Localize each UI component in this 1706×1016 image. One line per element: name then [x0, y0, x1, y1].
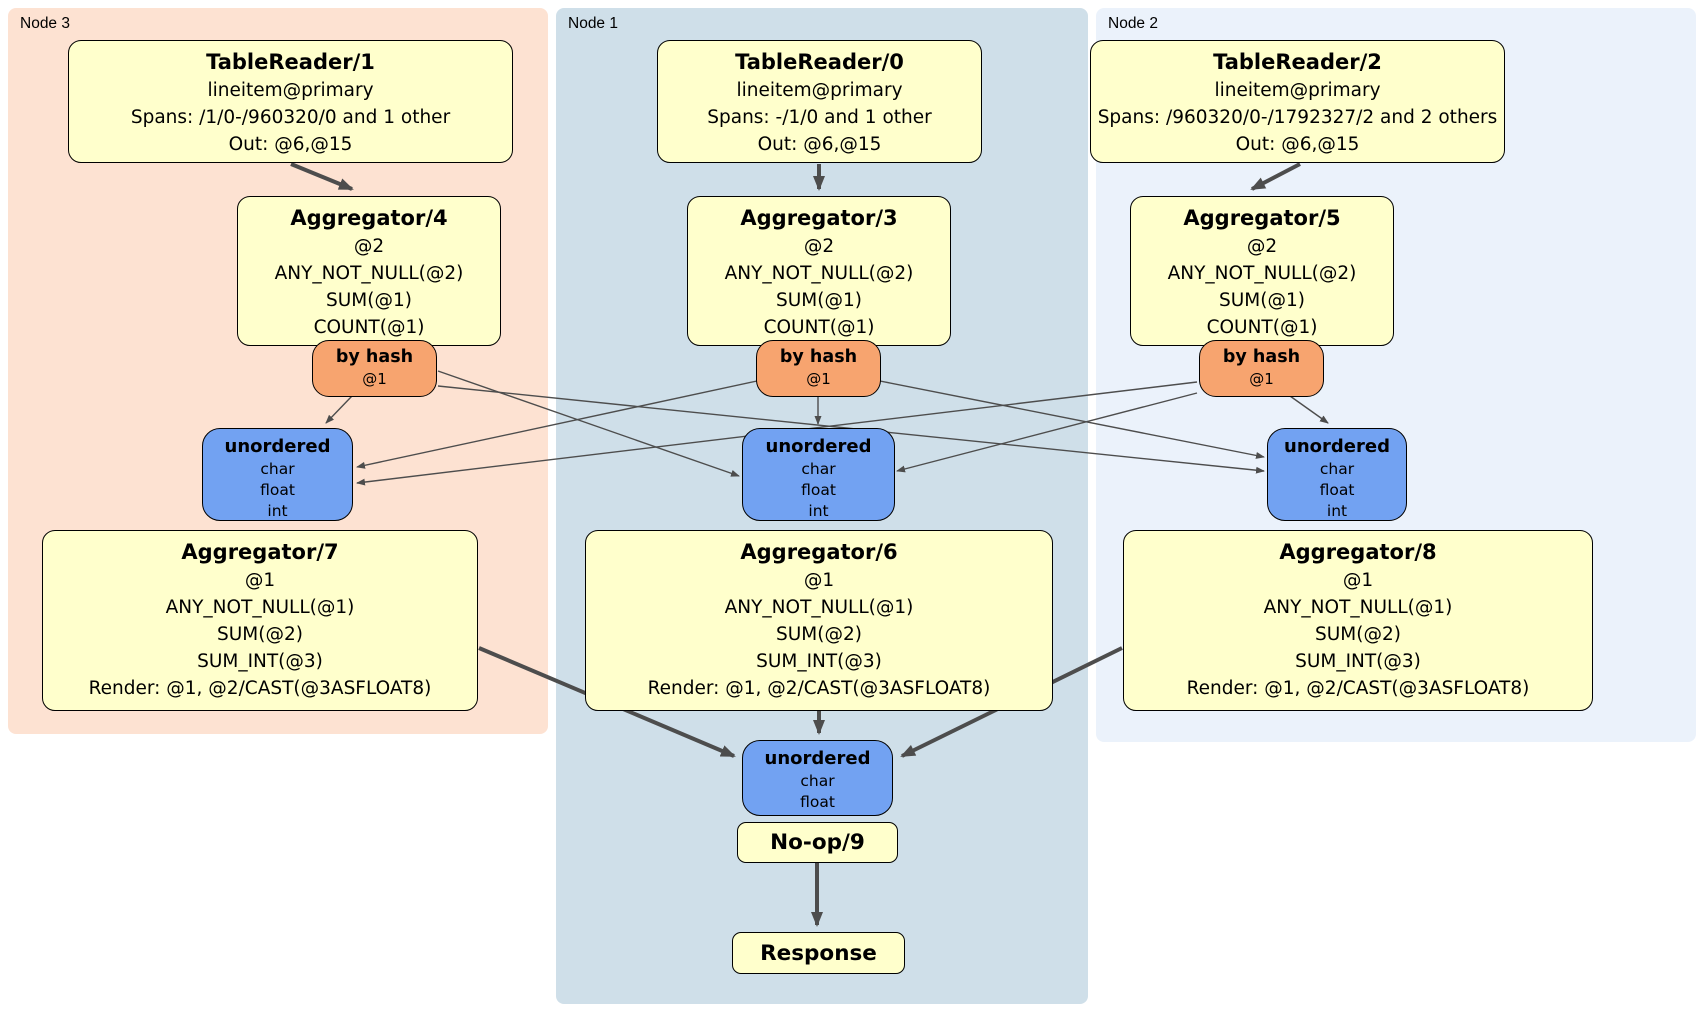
processor-detail: SUM(@2)	[776, 624, 862, 645]
processor-title: Aggregator/3	[740, 206, 898, 230]
processor-aggregator-7: Aggregator/7 @1 ANY_NOT_NULL(@1) SUM(@2)…	[42, 530, 478, 711]
processor-detail: ANY_NOT_NULL(@2)	[1167, 263, 1357, 284]
processor-detail: ANY_NOT_NULL(@2)	[274, 263, 464, 284]
processor-title: Aggregator/4	[290, 206, 448, 230]
processor-title: Response	[760, 940, 877, 966]
processor-detail: ANY_NOT_NULL(@1)	[1263, 597, 1453, 618]
processor-detail: SUM(@1)	[326, 290, 412, 311]
router-label: by hash	[1222, 347, 1301, 367]
processor-aggregator-4: Aggregator/4 @2 ANY_NOT_NULL(@2) SUM(@1)…	[237, 196, 501, 346]
sync-item: char	[1319, 460, 1355, 478]
sync-label: unordered	[765, 436, 872, 457]
cluster-node-1-label: Node 1	[568, 15, 618, 32]
processor-detail: lineitem@primary	[1214, 80, 1381, 101]
processor-detail: COUNT(@1)	[313, 317, 425, 338]
sync-item: int	[1326, 502, 1348, 520]
processor-detail: SUM(@1)	[776, 290, 862, 311]
processor-detail: @1	[244, 570, 276, 591]
sync-item: int	[267, 502, 288, 520]
router-detail: @1	[1249, 370, 1274, 388]
processor-title: Aggregator/8	[1279, 540, 1437, 564]
processor-noop-9: No-op/9	[737, 822, 898, 863]
processor-detail: SUM(@1)	[1219, 290, 1305, 311]
router-label: by hash	[335, 347, 414, 367]
processor-aggregator-5: Aggregator/5 @2 ANY_NOT_NULL(@2) SUM(@1)…	[1130, 196, 1394, 346]
processor-title: TableReader/1	[206, 50, 375, 74]
router-by-hash-node2: by hash @1	[1199, 340, 1324, 397]
cluster-node-3-label: Node 3	[20, 15, 70, 32]
router-detail: @1	[362, 370, 387, 388]
sync-item: float	[801, 481, 836, 499]
processor-detail: SUM_INT(@3)	[197, 651, 323, 672]
processor-detail: Out: @6,@15	[228, 134, 353, 155]
processor-detail: @2	[353, 236, 385, 257]
processor-detail: lineitem@primary	[736, 80, 903, 101]
processor-detail: Render: @1, @2/CAST(@3ASFLOAT8)	[1186, 678, 1530, 699]
processor-detail: lineitem@primary	[207, 80, 374, 101]
processor-detail: Out: @6,@15	[757, 134, 882, 155]
router-detail: @1	[806, 370, 831, 388]
processor-tablereader-1: TableReader/1 lineitem@primary Spans: /1…	[68, 40, 513, 163]
processor-aggregator-8: Aggregator/8 @1 ANY_NOT_NULL(@1) SUM(@2)…	[1123, 530, 1593, 711]
processor-detail: SUM_INT(@3)	[756, 651, 882, 672]
sync-unordered-node3: unordered char float int	[202, 428, 353, 521]
sync-unordered-node1: unordered char float int	[742, 428, 895, 521]
router-by-hash-node3: by hash @1	[312, 340, 437, 397]
processor-detail: @1	[803, 570, 835, 591]
processor-title: Aggregator/7	[181, 540, 339, 564]
processor-detail: @2	[1246, 236, 1278, 257]
router-by-hash-node1: by hash @1	[756, 340, 881, 397]
sync-item: float	[800, 793, 835, 811]
processor-detail: SUM(@2)	[1315, 624, 1401, 645]
processor-detail: @1	[1342, 570, 1374, 591]
processor-detail: Spans: /1/0-/960320/0 and 1 other	[130, 107, 451, 128]
sync-unordered-node2: unordered char float int	[1267, 428, 1407, 521]
processor-response: Response	[732, 932, 905, 974]
processor-aggregator-3: Aggregator/3 @2 ANY_NOT_NULL(@2) SUM(@1)…	[687, 196, 951, 346]
processor-detail: ANY_NOT_NULL(@1)	[165, 597, 355, 618]
processor-tablereader-0: TableReader/0 lineitem@primary Spans: -/…	[657, 40, 982, 163]
sync-label: unordered	[224, 436, 331, 457]
sync-label: unordered	[764, 748, 871, 769]
processor-detail: SUM_INT(@3)	[1295, 651, 1421, 672]
processor-detail: SUM(@2)	[217, 624, 303, 645]
processor-title: TableReader/0	[735, 50, 904, 74]
processor-tablereader-2: TableReader/2 lineitem@primary Spans: /9…	[1090, 40, 1505, 163]
processor-detail: ANY_NOT_NULL(@1)	[724, 597, 914, 618]
processor-detail: @2	[803, 236, 835, 257]
processor-detail: Render: @1, @2/CAST(@3ASFLOAT8)	[88, 678, 432, 699]
processor-detail: Spans: /960320/0-/1792327/2 and 2 others	[1097, 107, 1498, 128]
processor-title: Aggregator/5	[1183, 206, 1341, 230]
router-label: by hash	[779, 347, 858, 367]
processor-detail: Spans: -/1/0 and 1 other	[707, 107, 932, 128]
sync-item: char	[801, 460, 836, 478]
sync-item: char	[800, 772, 835, 790]
sync-item: float	[1319, 481, 1355, 499]
processor-detail: Out: @6,@15	[1235, 134, 1360, 155]
sync-item: int	[808, 502, 829, 520]
sync-label: unordered	[1284, 436, 1390, 457]
processor-detail: COUNT(@1)	[763, 317, 875, 338]
processor-detail: COUNT(@1)	[1206, 317, 1318, 338]
cluster-node-2-label: Node 2	[1108, 15, 1158, 32]
sync-item: float	[260, 481, 295, 499]
processor-detail: Render: @1, @2/CAST(@3ASFLOAT8)	[647, 678, 991, 699]
processor-title: TableReader/2	[1213, 50, 1382, 74]
processor-detail: ANY_NOT_NULL(@2)	[724, 263, 914, 284]
processor-aggregator-6: Aggregator/6 @1 ANY_NOT_NULL(@1) SUM(@2)…	[585, 530, 1053, 711]
sync-item: char	[260, 460, 295, 478]
processor-title: Aggregator/6	[740, 540, 898, 564]
processor-title: No-op/9	[770, 830, 865, 855]
sync-unordered-final: unordered char float	[742, 740, 893, 816]
